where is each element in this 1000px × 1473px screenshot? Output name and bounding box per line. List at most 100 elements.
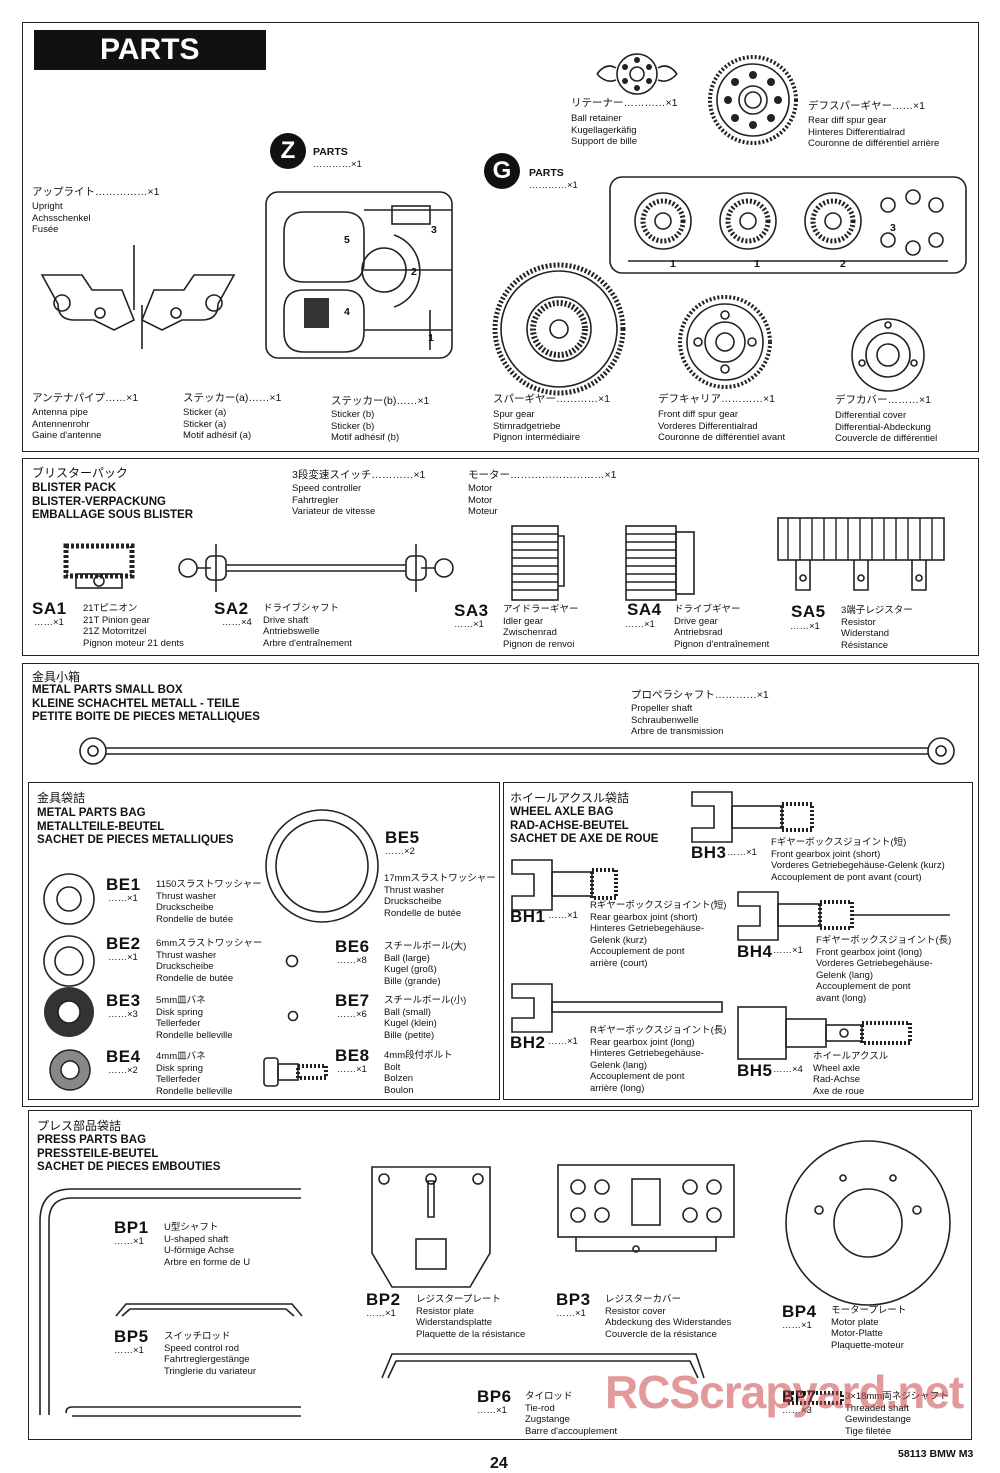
ball-retainer-drawing [596,53,678,95]
metal-box-jp: 金具小箱 [32,670,81,684]
be4-spring-drawing [49,1049,91,1091]
sa3-qty: ……×1 [454,619,484,630]
front-diff-jp: デフキャリア…………×1 [658,393,775,405]
be7-names: スチールボール(小) Ball (small) Kugel (klein) Bi… [384,995,467,1041]
sticker-b-jp: ステッカー(b)……×1 [331,395,430,407]
retainer-jp: リテーナー…………×1 [571,97,678,109]
upright-drawing [40,245,236,349]
spur-gear-drawing [492,262,626,396]
metal-box-titles: METAL PARTS SMALL BOX KLEINE SCHACHTEL M… [32,684,260,723]
diff-cover-jp: デフカバー………×1 [835,394,931,406]
bp5-rod-drawing [115,1303,303,1317]
be8-code: BE8 [335,1046,370,1065]
sa1-qty: ……×1 [34,617,64,628]
bp2-plate-drawing [371,1166,491,1288]
bp3-names: レジスターカバー Resistor cover Abdeckung des Wi… [605,1294,732,1340]
drive-gear-drawing [625,525,695,601]
be4-code: BE4 [106,1047,141,1066]
bp4-plate-drawing [785,1140,951,1306]
bh4-code: BH4 [737,942,773,961]
bh1-qty: ……×1 [548,910,578,921]
upright-jp: アップライト……………×1 [32,186,160,198]
be4-names: 4mm皿バネ Disk spring Tellerfeder Rondelle … [156,1051,233,1097]
bp4-names: モータープレート Motor plate Motor-Platte Plaque… [831,1305,907,1351]
press-bag-section [28,1110,972,1440]
bp7-qty: ……×3 [782,1405,812,1416]
be6-names: スチールボール(大) Ball (large) Kugel (groß) Bil… [384,941,467,987]
g-num-1b: 1 [754,258,760,270]
press-bag-titles: PRESS PARTS BAG PRESSTEILE-BEUTEL SACHET… [37,1134,221,1173]
bp2-names: レジスタープレート Resistor plate Widerstandsplat… [416,1294,526,1340]
bp5-qty: ……×1 [114,1345,144,1356]
bp1-code: BP1 [114,1218,149,1237]
rear-diff-gear-names: Rear diff spur gear Hinteres Differentia… [808,115,940,149]
sa2-qty: ……×4 [222,617,252,628]
bh4-joint-drawing [737,891,950,941]
axle-bag-titles: WHEEL AXLE BAG RAD-ACHSE-BEUTEL SACHET D… [510,806,659,845]
metal-bag-titles: METAL PARTS BAG METALLTEILE-BEUTEL SACHE… [37,807,234,846]
bp1-names: U型シャフト U-shaped shaft U-förmige Achse Ar… [164,1222,251,1268]
antenna-names: Antenna pipe Antennenrohr Gaine d'antenn… [32,407,102,441]
bp4-qty: ……×1 [782,1320,812,1331]
bp6-qty: ……×1 [477,1405,507,1416]
be4-qty: ……×2 [108,1065,138,1076]
motor-jp: モーター………………………×1 [468,469,617,481]
bh3-joint-drawing [691,791,814,843]
bp7-code: BP7 [782,1387,817,1406]
z-num-3: 3 [431,224,437,236]
prop-names: Propeller shaft Schraubenwelle Arbre de … [631,703,724,737]
sa5-code: SA5 [791,602,826,621]
z-parts-qty: …………×1 [313,159,362,170]
z-num-1: 1 [428,332,434,344]
bp6-code: BP6 [477,1387,512,1406]
metal-bag-box [28,782,500,1100]
model-number: 58113 BMW M3 [898,1448,974,1460]
press-bag-jp: プレス部品袋詰 [37,1119,122,1133]
front-diff-names: Front diff spur gear Vorderes Differenti… [658,409,786,443]
axle-bag-box [503,782,973,1100]
sa3-names: アイドラーギヤー Idler gear Zwischenrad Pignon d… [503,604,579,650]
z-num-4: 4 [344,306,350,318]
z-parts-sprue-drawing [265,191,453,359]
idler-gear-drawing [511,525,565,601]
bh3-code: BH3 [691,843,727,862]
propeller-shaft-drawing [79,737,955,765]
bh1-names: Rギヤーボックスジョイント(短) Rear gearbox joint (sho… [590,900,727,969]
z-parts-label: PARTS [313,146,348,158]
be8-bolt-drawing [263,1057,328,1087]
bp3-code: BP3 [556,1290,591,1309]
sa5-qty: ……×1 [790,621,820,632]
be2-names: 6mmスラストワッシャー Thrust washer Druckscheibe … [156,938,263,984]
sa2-code: SA2 [214,599,249,618]
sa3-code: SA3 [454,601,489,620]
be6-code: BE6 [335,937,370,956]
blister-jp: ブリスターパック [32,466,128,480]
bp5-code: BP5 [114,1327,149,1346]
rear-diff-gear-drawing [708,55,798,145]
drive-shaft-drawing [178,544,454,592]
sticker-a-jp: ステッカー(a)……×1 [183,392,282,404]
be8-names: 4mm段付ボルト Bolt Bolzen Boulon [384,1050,453,1096]
be3-qty: ……×3 [108,1009,138,1020]
be7-qty: ……×6 [337,1009,367,1020]
motor-names: Motor Motor Moteur [468,483,498,517]
rear-diff-gear-jp: デフスパーギヤー……×1 [808,100,925,112]
sticker-a-names: Sticker (a) Sticker (a) Motif adhésif (a… [183,407,252,441]
bp6-names: タイロッド Tie-rod Zugstange Barre d'accouple… [525,1391,618,1437]
sa4-qty: ……×1 [625,619,655,630]
bp3-qty: ……×1 [556,1308,586,1319]
g-num-2: 2 [840,258,846,270]
retainer-names: Ball retainer Kugellagerkäfig Support de… [571,113,638,147]
blister-titles: BLISTER PACK BLISTER-VERPACKUNG EMBALLAG… [32,482,194,521]
diff-cover-drawing [851,318,925,392]
bh5-axle-drawing [737,1006,912,1060]
sa5-names: 3端子レジスター Resistor Widerstand Résistance [841,605,913,651]
sticker-b-names: Sticker (b) Sticker (b) Motif adhésif (b… [331,409,400,443]
g-badge: G [484,153,520,189]
bp7-names: 3×18mm両ネジシャフト Threaded shaft Gewindestan… [845,1391,949,1437]
g-parts-qty: …………×1 [529,180,578,191]
be2-washer-drawing [43,935,95,987]
z-badge: Z [270,133,306,169]
page-number: 24 [490,1455,508,1472]
bp1-qty: ……×1 [114,1236,144,1247]
